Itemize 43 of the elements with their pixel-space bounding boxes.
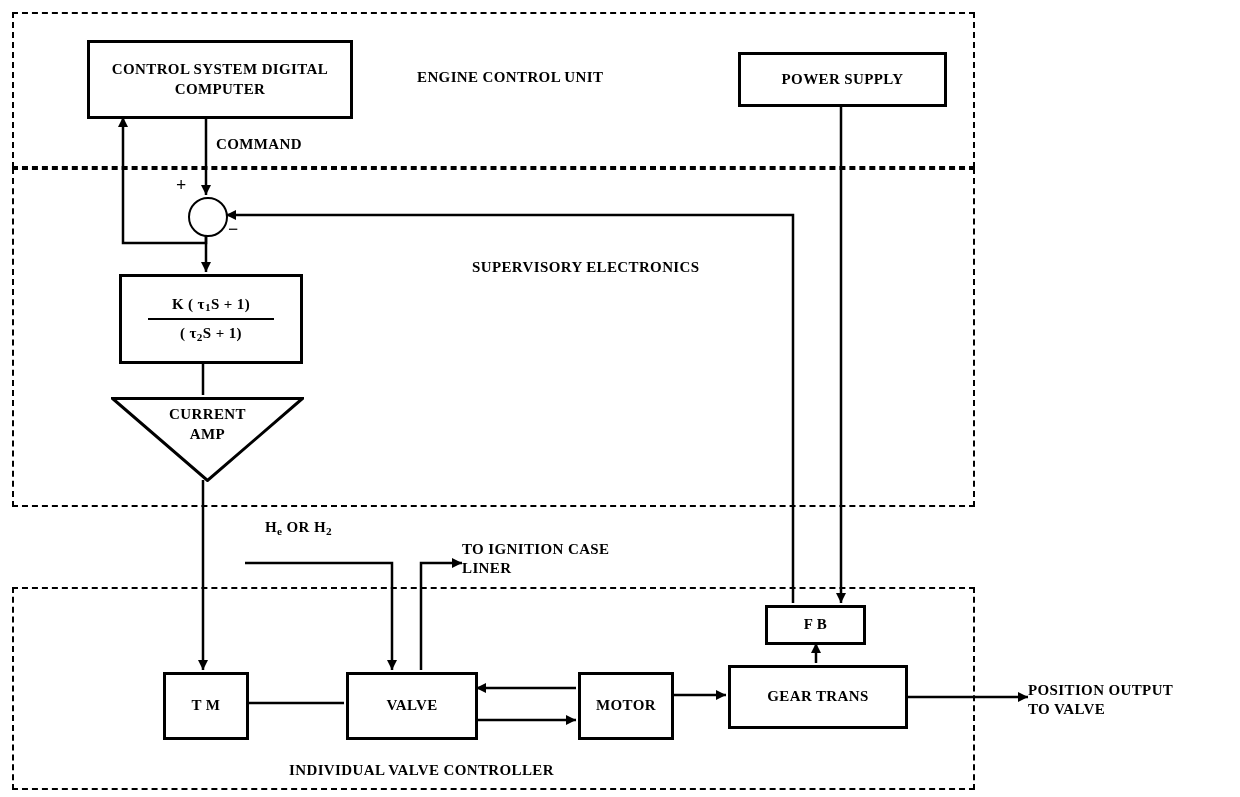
connector-arrow [245,561,397,670]
process-box [765,605,866,645]
summing-junction [188,197,228,237]
connector-arrow [476,715,576,725]
connector-arrow [476,683,576,693]
box-label: MOTOR [596,696,656,716]
flow-text: POSITION OUTPUT TO VALVE [1028,681,1198,725]
box-label: VALVE [386,696,438,716]
box-label: CONTROL SYSTEM DIGITAL COMPUTER [110,60,330,99]
region-heading: SUPERVISORY ELECTRONICS [472,258,700,277]
region-heading: INDIVIDUAL VALVE CONTROLLER [289,761,554,780]
process-box [163,672,249,740]
box-label: F B [803,615,828,635]
dashed-region [12,12,975,168]
region-heading: ENGINE CONTROL UNIT [417,68,604,87]
box-label: T M [191,696,221,716]
numerator: K ( τ$_{1}$S + 1) [147,294,275,320]
sign-label: − [228,220,239,238]
process-box [346,672,478,740]
transfer-function-box [119,274,303,364]
connector-arrow [201,117,211,195]
flow-text: H$_{e}$ OR H$_{2}$ [245,518,392,566]
connector-arrow [226,210,795,603]
box-label: GEAR TRANS [767,687,869,707]
connector-arrow [118,117,208,245]
sign-label: + [176,176,187,194]
dashed-region [12,587,975,790]
dashed-region [12,168,975,507]
amplifier-label: CURRENT AMP [168,405,247,444]
denominator: ( τ$_{2}$S + 1) [180,324,242,344]
connector-arrow [198,480,208,670]
process-box [738,52,947,107]
amplifier-triangle [111,397,304,482]
connector-arrow [836,105,846,603]
connector-arrow [419,558,462,670]
process-box [87,40,353,119]
process-box [728,665,908,729]
connector-arrow [906,692,1028,702]
flow-text: TO IGNITION CASE LINER [462,540,652,584]
connector-arrow [811,643,821,663]
box-label: POWER SUPPLY [781,69,904,89]
connector-arrow [672,690,726,700]
process-box [578,672,674,740]
